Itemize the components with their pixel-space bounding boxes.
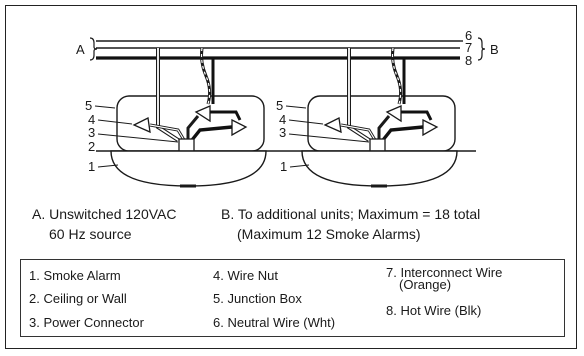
smoke-alarm-left xyxy=(110,150,267,187)
legend-item-7-sub: (Orange) xyxy=(399,277,452,292)
brace-a xyxy=(89,37,98,61)
caption-b-line2: (Maximum 12 Smoke Alarms) xyxy=(237,226,421,242)
label-right-4: 4 xyxy=(279,112,286,127)
label-wire-8: 8 xyxy=(465,53,472,68)
legend-item-8: 8. Hot Wire (Blk) xyxy=(386,303,482,318)
label-left-3: 3 xyxy=(88,125,95,140)
label-left-4: 4 xyxy=(88,112,95,127)
label-wire-7: 7 xyxy=(465,40,472,55)
wire-nut-left-a xyxy=(132,117,151,134)
label-left-1: 1 xyxy=(88,159,95,174)
label-left-5: 5 xyxy=(85,98,92,113)
smoke-alarm-right xyxy=(301,150,458,187)
brace-b xyxy=(477,37,486,61)
legend-item-5: 5. Junction Box xyxy=(213,291,302,306)
unit-left xyxy=(110,47,267,188)
label-left-2: 2 xyxy=(88,139,95,154)
label-wire-6: 6 xyxy=(465,28,472,43)
figure-frame xyxy=(5,5,577,349)
legend-box: 1. Smoke Alarm 2. Ceiling or Wall 3. Pow… xyxy=(20,259,565,337)
legend-item-2: 2. Ceiling or Wall xyxy=(29,291,127,306)
legend-item-6: 6. Neutral Wire (Wht) xyxy=(213,315,336,330)
power-connector-right xyxy=(369,138,386,152)
supply-cable-a xyxy=(96,40,210,60)
label-a: A xyxy=(76,42,85,57)
caption-a-line2: 60 Hz source xyxy=(49,226,132,242)
wiring-diagram: A B 6 7 8 5 4 3 2 1 5 4 3 1 xyxy=(76,28,499,188)
label-right-3: 3 xyxy=(279,125,286,140)
legend-item-1: 1. Smoke Alarm xyxy=(29,268,121,283)
wire-nut-right-a xyxy=(323,117,342,134)
unit-right xyxy=(301,47,458,188)
caption-a-line1: A. Unswitched 120VAC xyxy=(32,206,177,222)
legend-item-3: 3. Power Connector xyxy=(29,315,144,330)
label-right-1: 1 xyxy=(280,159,287,174)
label-right-5: 5 xyxy=(276,98,283,113)
label-b: B xyxy=(490,42,499,57)
supply-cable-b xyxy=(210,40,463,60)
legend-item-4: 4. Wire Nut xyxy=(213,268,279,283)
legend-item-7: 7. Interconnect Wire xyxy=(386,265,503,280)
caption-b-line1: B. To additional units; Maximum = 18 tot… xyxy=(221,206,481,222)
power-connector-left xyxy=(178,138,195,152)
